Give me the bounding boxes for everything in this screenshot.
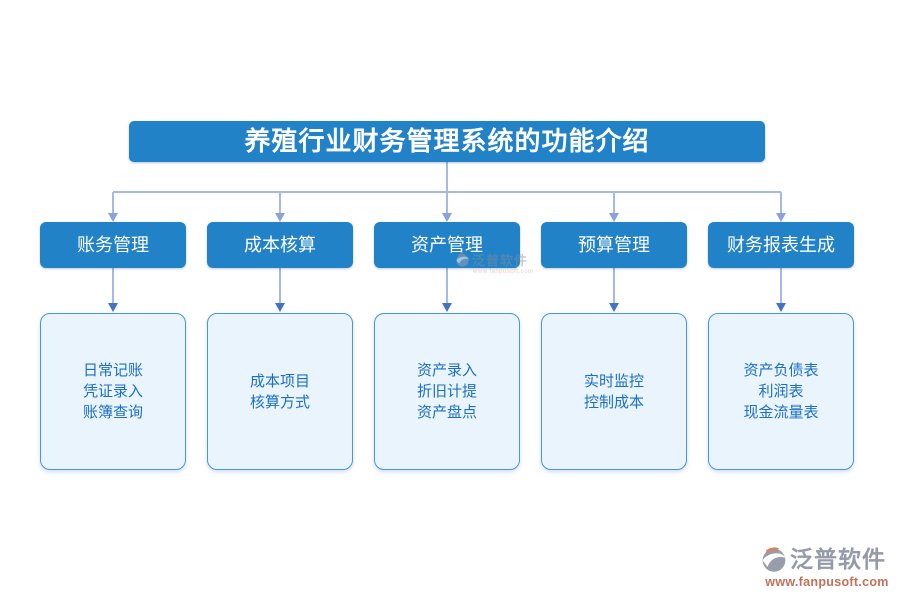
detail-box-budget: 实时监控 控制成本 bbox=[541, 313, 687, 470]
watermark-url-text: www.fanpusoft.com bbox=[473, 269, 534, 275]
category-box-costing: 成本核算 bbox=[207, 222, 353, 268]
brand-url: www.fanpusoft.com bbox=[765, 575, 889, 589]
brand-footer: 泛普软件 www.fanpusoft.com bbox=[761, 540, 893, 589]
detail-item: 日常记账 bbox=[82, 362, 143, 379]
detail-item: 资产负债表 bbox=[743, 362, 819, 379]
detail-item: 凭证录入 bbox=[82, 383, 143, 400]
category-box-reports: 财务报表生成 bbox=[708, 222, 854, 268]
detail-box-assets: 资产录入 折旧计提 资产盘点 bbox=[374, 313, 520, 470]
detail-item: 实时监控 bbox=[583, 372, 644, 390]
detail-item: 资产盘点 bbox=[416, 404, 477, 421]
detail-item: 控制成本 bbox=[583, 393, 644, 411]
detail-item: 资产录入 bbox=[416, 362, 477, 379]
brand-name: 泛普软件 bbox=[790, 546, 886, 572]
category-box-accounting: 账务管理 bbox=[40, 222, 186, 268]
detail-item: 成本项目 bbox=[249, 372, 310, 390]
detail-box-costing: 成本项目 核算方式 bbox=[207, 313, 353, 470]
detail-item: 利润表 bbox=[758, 383, 804, 400]
category-box-budget: 预算管理 bbox=[541, 222, 687, 268]
detail-box-reports: 资产负债表 利润表 现金流量表 bbox=[708, 313, 854, 470]
category-box-assets: 资产管理 bbox=[374, 222, 520, 268]
detail-item: 核算方式 bbox=[249, 393, 310, 411]
fanpu-logo-icon bbox=[762, 547, 786, 572]
detail-item: 现金流量表 bbox=[743, 404, 819, 421]
detail-box-accounting: 日常记账 凭证录入 账簿查询 bbox=[40, 313, 186, 470]
diagram-title: 养殖行业财务管理系统的功能介绍 bbox=[129, 121, 765, 162]
detail-item: 折旧计提 bbox=[416, 383, 477, 400]
detail-item: 账簿查询 bbox=[82, 404, 143, 421]
